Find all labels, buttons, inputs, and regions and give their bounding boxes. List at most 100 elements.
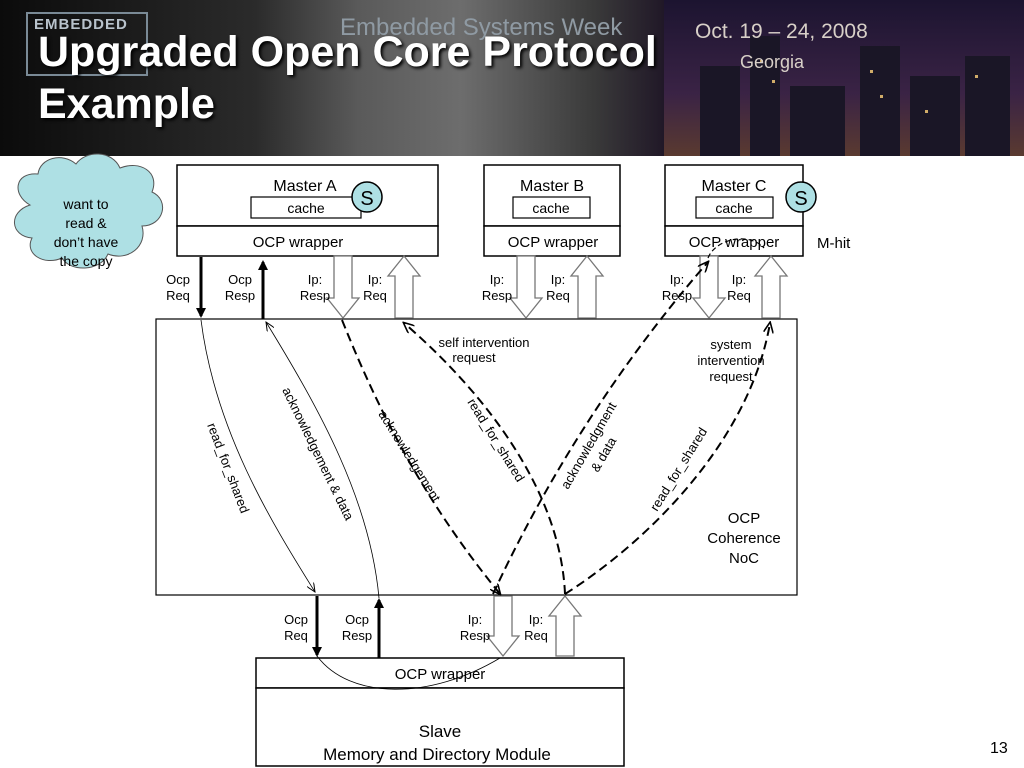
- event-logo: [26, 12, 148, 76]
- slide-title: Upgraded Open Core Protocol Example: [38, 26, 657, 130]
- slave-wrapper-label: OCP wrapper: [395, 666, 486, 683]
- port-label: Ip:: [732, 272, 746, 287]
- port-label: Ip:: [670, 272, 684, 287]
- master-b-label: Master B: [520, 178, 584, 195]
- port-label: Req: [524, 628, 548, 643]
- slave-sub-label: Memory and Directory Module: [323, 745, 551, 764]
- port-label: Ip:: [368, 272, 382, 287]
- port-label: Req: [363, 288, 387, 303]
- noc-label-1: OCP: [728, 510, 761, 527]
- system-intervention-2: intervention: [697, 353, 764, 368]
- read-for-shared-flow: [200, 319, 315, 592]
- slave-module: OCP wrapper Slave Memory and Directory M…: [255, 657, 625, 767]
- window-light: [772, 80, 775, 83]
- port-label: Ip:: [551, 272, 565, 287]
- logo-text: EMBEDDED: [34, 16, 128, 33]
- port-label: Ip:: [468, 612, 482, 627]
- header-banner: EMBEDDED Embedded Systems Week Oct. 19 –…: [0, 0, 1024, 156]
- cloud-text-2: read &: [65, 215, 107, 231]
- port-label: Ocp: [166, 272, 190, 287]
- slave-ip-resp-arrow: [485, 595, 521, 658]
- self-intervention-2: request: [452, 350, 496, 365]
- skyline-building: [910, 76, 960, 156]
- port-label: Resp: [342, 628, 372, 643]
- master-c-cache-label: cache: [715, 200, 753, 216]
- system-intervention-1: system: [710, 337, 751, 352]
- master-a: Master A cache OCP wrapper S: [176, 164, 439, 257]
- title-line-1: Upgraded Open Core Protocol: [38, 28, 657, 76]
- event-location: Georgia: [740, 52, 805, 72]
- port-label: Resp: [225, 288, 255, 303]
- slave-body: [255, 687, 625, 767]
- ocp-coherence-noc: [155, 318, 798, 596]
- master-c-state: S: [794, 188, 807, 210]
- m-hit-label: M-hit: [817, 235, 851, 252]
- cloud-text-3: don’t have: [54, 234, 119, 250]
- ack-data-flow: [492, 262, 708, 595]
- port-label: Req: [284, 628, 308, 643]
- noc-label-2: Coherence: [707, 530, 780, 547]
- acknowledgement-flow: [341, 319, 500, 594]
- ip-resp-arrow: [691, 255, 727, 320]
- port-label: Ocp: [228, 272, 252, 287]
- master-c-wrapper: [664, 225, 804, 257]
- master-a-label: Master A: [273, 178, 336, 195]
- ip-req-arrow: [753, 254, 789, 319]
- master-c: Master C cache OCP wrapper S: [664, 164, 817, 257]
- cloud-text-1: want to: [62, 196, 108, 212]
- master-c-wrapper-label: OCP wrapper: [689, 234, 780, 251]
- page-number: 13: [990, 740, 1008, 757]
- read-for-shared-flow: [404, 323, 566, 595]
- port-label: Resp: [460, 628, 490, 643]
- read-for-shared-flow: [564, 323, 770, 595]
- window-light: [880, 95, 883, 98]
- port-label: Ocp: [284, 612, 308, 627]
- window-light: [975, 75, 978, 78]
- noc-label-3: NoC: [729, 550, 759, 567]
- port-label: Resp: [662, 288, 692, 303]
- event-name: Embedded Systems Week: [340, 14, 623, 41]
- window-light: [760, 60, 763, 63]
- port-label: Req: [546, 288, 570, 303]
- cloud-text-4: the copy: [60, 253, 113, 269]
- skyline-building: [965, 56, 1010, 156]
- master-a-wrapper-label: OCP wrapper: [253, 234, 344, 251]
- self-intervention-1: self intervention: [438, 335, 529, 350]
- port-label: Ip:: [529, 612, 543, 627]
- port-label: Req: [727, 288, 751, 303]
- ip-req-arrow: [386, 254, 422, 319]
- port-label: Req: [166, 288, 190, 303]
- skyline-building: [700, 66, 740, 156]
- window-light: [870, 70, 873, 73]
- port-label: Ocp: [345, 612, 369, 627]
- port-label: Resp: [300, 288, 330, 303]
- slave-internal-flow: [316, 655, 501, 690]
- master-c-cache: [695, 196, 774, 219]
- shared-state-badge: [785, 181, 817, 213]
- title-line-2: Example: [38, 80, 215, 128]
- skyline-building: [860, 46, 900, 156]
- ip-resp-arrow: [508, 255, 544, 320]
- master-a-cache-label: cache: [287, 200, 325, 216]
- event-date: Oct. 19 – 24, 2008: [695, 20, 868, 43]
- master-b-wrapper-label: OCP wrapper: [508, 234, 599, 251]
- slave-ip-req-arrow: [547, 594, 583, 657]
- master-b-wrapper: [483, 225, 621, 257]
- system-intervention-3: request: [709, 369, 753, 384]
- shared-state-badge: [351, 181, 383, 213]
- master-c-label: Master C: [702, 178, 767, 195]
- master-a-wrapper: [176, 225, 439, 257]
- skyline-building: [790, 86, 845, 156]
- master-b-cache-label: cache: [532, 200, 570, 216]
- port-label: Resp: [482, 288, 512, 303]
- port-label: Ip:: [490, 272, 504, 287]
- ack-data-flow: [266, 322, 380, 599]
- m-hit-loop: [707, 238, 765, 259]
- master-b-cache: [512, 196, 591, 219]
- port-label: Ip:: [308, 272, 322, 287]
- window-light: [925, 110, 928, 113]
- ip-req-arrow: [569, 254, 605, 319]
- master-b: Master B cache OCP wrapper: [483, 164, 621, 257]
- ip-resp-arrow: [325, 255, 361, 320]
- slave-label: Slave: [419, 722, 462, 741]
